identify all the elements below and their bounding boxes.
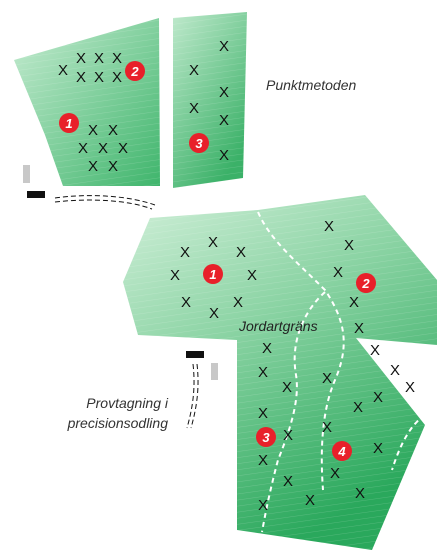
sample-mark: X: [262, 340, 272, 357]
sample-marks: X X X X X X X X X X X X X X X X X X X X …: [58, 38, 415, 514]
sample-mark: X: [189, 62, 199, 79]
sample-mark: X: [112, 69, 122, 86]
sample-mark: X: [324, 218, 334, 235]
zone-badge-number: 1: [65, 116, 72, 131]
sample-mark: X: [258, 452, 268, 469]
sample-mark: X: [108, 122, 118, 139]
sampler-track: [54, 199, 153, 210]
sample-mark: X: [258, 497, 268, 514]
sample-mark: X: [322, 370, 332, 387]
zone-badge-number: 3: [195, 136, 203, 151]
zone-badge-top-1: 1: [59, 113, 79, 133]
sample-mark: X: [333, 264, 343, 281]
sample-mark: X: [344, 237, 354, 254]
zone-badge-number: 2: [130, 64, 139, 79]
top-left-field: [14, 18, 160, 186]
soil-boundary-lower: [261, 291, 326, 533]
sample-mark: X: [76, 50, 86, 67]
sample-mark: X: [390, 362, 400, 379]
sample-mark: X: [283, 473, 293, 490]
sampler-track: [186, 363, 195, 429]
sample-mark: X: [353, 399, 363, 416]
sample-mark: X: [349, 294, 359, 311]
sample-mark: X: [94, 50, 104, 67]
soil-boundary-lines: [257, 211, 426, 533]
sample-mark: X: [373, 440, 383, 457]
sample-mark: X: [258, 364, 268, 381]
zone-badges: 2 1 3 1 2 3 4: [59, 61, 376, 461]
sampler-light-marker: [23, 165, 30, 183]
sampler-light-marker: [211, 363, 218, 380]
sample-mark: X: [219, 84, 229, 101]
sample-mark: X: [330, 465, 340, 482]
sample-mark: X: [373, 389, 383, 406]
sample-mark: X: [88, 158, 98, 175]
sample-mark: X: [208, 234, 218, 251]
soil-boundary-upper: [257, 211, 345, 491]
sample-mark: X: [209, 305, 219, 322]
sample-mark: X: [219, 147, 229, 164]
sample-mark: X: [189, 100, 199, 117]
sample-mark: X: [283, 427, 293, 444]
sample-mark: X: [170, 267, 180, 284]
sample-mark: X: [236, 244, 246, 261]
sample-mark: X: [181, 294, 191, 311]
sample-mark: X: [370, 342, 380, 359]
sample-mark: X: [58, 62, 68, 79]
zone-badge-bottom-2: 2: [356, 273, 376, 293]
zone-badge-number: 1: [209, 267, 216, 282]
sample-mark: X: [112, 50, 122, 67]
zone-badge-number: 3: [262, 430, 270, 445]
sample-mark: X: [98, 140, 108, 157]
sample-mark: X: [405, 379, 415, 396]
sample-mark: X: [78, 140, 88, 157]
sample-mark: X: [76, 69, 86, 86]
zone-badge-number: 2: [361, 276, 370, 291]
sampler-dark-marker: [186, 351, 204, 358]
sample-mark: X: [94, 69, 104, 86]
sampler-track: [54, 195, 156, 206]
sample-mark: X: [219, 112, 229, 129]
provtagning-label-line1: Provtagning i: [86, 395, 169, 411]
sampler-dark-marker: [27, 191, 45, 198]
sample-mark: X: [88, 122, 98, 139]
sample-mark: X: [322, 419, 332, 436]
sample-mark: X: [354, 320, 364, 337]
sample-mark: X: [305, 492, 315, 509]
top-right-field: [173, 12, 247, 188]
zone-badge-top-2: 2: [125, 61, 145, 81]
soil-boundary-right: [391, 414, 426, 471]
zone-badge-bottom-1: 1: [203, 264, 223, 284]
sampler-bottom: [186, 351, 218, 429]
zone-badge-number: 4: [337, 444, 346, 459]
zone-badge-top-3: 3: [189, 133, 209, 153]
sample-mark: X: [258, 405, 268, 422]
sample-mark: X: [180, 244, 190, 261]
sample-mark: X: [282, 379, 292, 396]
zone-badge-bottom-4: 4: [332, 441, 352, 461]
zone-badge-bottom-3: 3: [256, 427, 276, 447]
sample-mark: X: [108, 158, 118, 175]
sample-mark: X: [219, 38, 229, 55]
punktmetoden-label: Punktmetoden: [266, 77, 356, 93]
sampler-track: [190, 363, 199, 429]
sample-mark: X: [247, 267, 257, 284]
sample-mark: X: [118, 140, 128, 157]
sample-mark: X: [355, 485, 365, 502]
sample-mark: X: [233, 294, 243, 311]
provtagning-label-line2: precisionsodling: [67, 415, 169, 431]
jordartsgrans-label: Jordartgräns: [238, 318, 318, 334]
sampler-top: [23, 165, 156, 210]
